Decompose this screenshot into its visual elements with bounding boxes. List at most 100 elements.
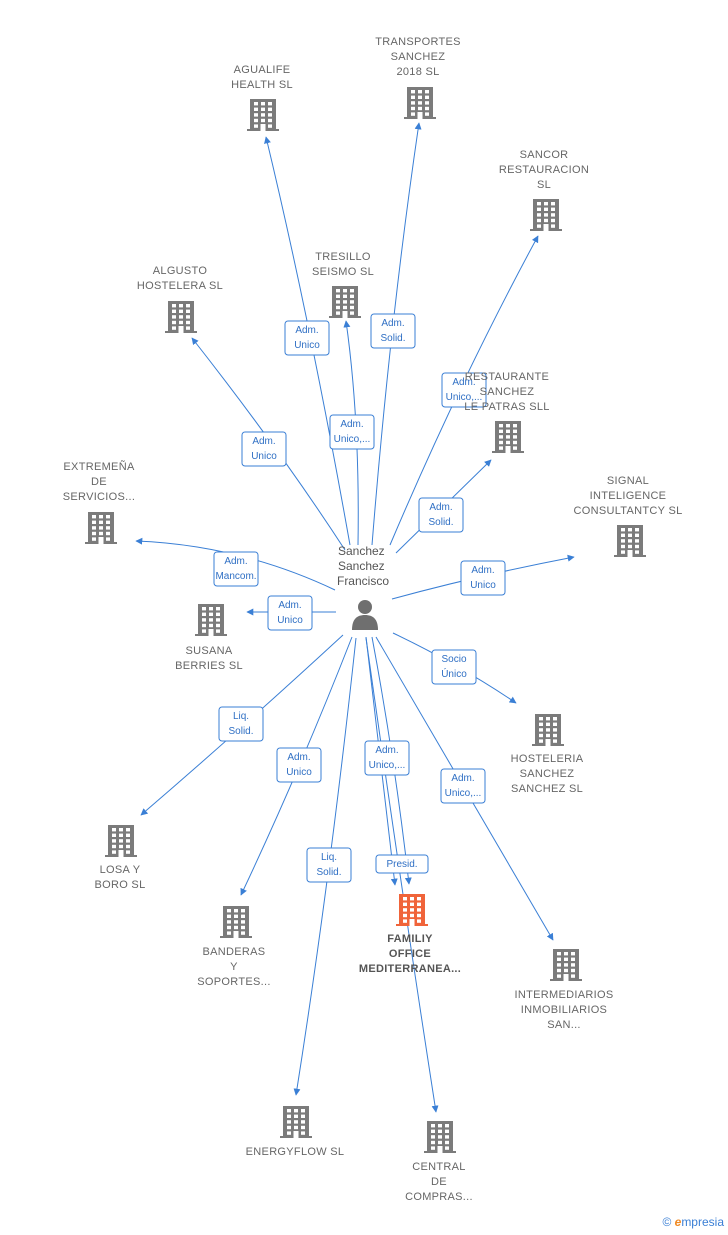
edge-central xyxy=(365,637,439,1113)
building-window xyxy=(216,607,220,611)
building-window xyxy=(551,224,555,228)
role-badge[interactable]: Adm.Mancom. xyxy=(213,551,259,587)
role-badge[interactable]: Liq.Solid. xyxy=(218,706,264,742)
role-badge[interactable]: Presid. xyxy=(375,854,429,874)
building-window xyxy=(410,897,414,901)
role-badge[interactable]: Adm. Unico xyxy=(284,320,330,356)
company-label-line: SOPORTES... xyxy=(197,976,270,988)
building-window xyxy=(287,1109,291,1113)
building-window xyxy=(571,957,575,961)
building-window xyxy=(417,919,421,923)
person-node[interactable]: Sanchez Sanchez Francisco xyxy=(337,544,389,630)
company-label-line: ENERGYFLOW SL xyxy=(246,1146,345,1158)
building-window xyxy=(126,833,130,837)
building-window xyxy=(268,118,272,123)
building-icon xyxy=(195,604,227,636)
role-badge-text: Adm. xyxy=(451,773,474,784)
company-label: ENERGYFLOW SL xyxy=(246,1146,345,1158)
role-badge-frame xyxy=(213,551,259,587)
role-badge[interactable]: Adm.Solid. xyxy=(418,497,464,533)
building-window xyxy=(410,908,414,912)
role-badge[interactable]: Adm.Unico xyxy=(241,431,287,467)
building-window xyxy=(227,914,231,918)
company-label-line: SEISMO SL xyxy=(312,266,374,278)
building-window xyxy=(202,607,206,611)
building-window xyxy=(336,305,340,310)
building-icon xyxy=(492,421,524,453)
building-door xyxy=(293,1131,299,1138)
building-window xyxy=(227,931,231,935)
building-window xyxy=(403,902,407,906)
company-label-line: RESTAURACION xyxy=(499,164,589,176)
role-badge[interactable]: Adm.Solid. xyxy=(370,313,416,349)
role-badge-frame xyxy=(329,414,375,450)
building-window xyxy=(546,717,550,721)
building-window xyxy=(417,913,421,918)
building-window xyxy=(241,909,245,913)
role-badge[interactable]: Adm.Unico xyxy=(460,560,506,596)
person-head-icon xyxy=(358,600,372,614)
company-label-line: BERRIES SL xyxy=(175,660,243,672)
building-window xyxy=(216,612,220,616)
building-window xyxy=(216,629,220,633)
role-badge[interactable]: Adm.Unico,... xyxy=(440,768,486,804)
role-badge[interactable]: Adm.Unico,... xyxy=(441,372,487,408)
role-badge[interactable]: Liq.Solid. xyxy=(306,847,352,883)
building-window xyxy=(418,95,422,99)
building-window xyxy=(216,618,220,622)
building-window xyxy=(571,968,575,973)
role-badge[interactable]: Adm.Unico,... xyxy=(329,414,375,450)
role-badge[interactable]: Adm.Unico xyxy=(267,595,313,631)
building-window xyxy=(431,1140,435,1145)
company-label-line: 2018 SL xyxy=(396,66,439,78)
company-label-line: SANCOR xyxy=(520,149,569,161)
building-window xyxy=(418,101,422,105)
role-badge-text: Adm. xyxy=(278,600,301,611)
building-window xyxy=(537,207,541,211)
building-icon xyxy=(329,286,361,318)
building-window xyxy=(254,118,258,123)
role-badge-text: Unico xyxy=(294,340,320,351)
building-window xyxy=(628,533,632,537)
company-node-energyflow[interactable]: ENERGYFLOW SL xyxy=(246,1106,345,1158)
building-window xyxy=(186,309,190,313)
person-label-line: Francisco xyxy=(337,574,389,588)
role-badge-text: Adm. xyxy=(295,325,318,336)
building-window xyxy=(445,1140,449,1145)
building-window xyxy=(172,315,176,319)
role-badge[interactable]: Adm.Unico xyxy=(276,747,322,783)
building-window xyxy=(418,90,422,94)
building-window xyxy=(301,1131,305,1135)
building-window xyxy=(92,520,96,524)
building-window xyxy=(294,1114,298,1118)
role-badge-text: Adm. xyxy=(340,419,363,430)
role-badge-frame xyxy=(370,313,416,349)
building-window xyxy=(539,733,543,738)
building-icon xyxy=(165,301,197,333)
role-badge[interactable]: Adm.Unico,... xyxy=(364,740,410,776)
building-window xyxy=(112,839,116,843)
role-badge-text: Adm. xyxy=(287,752,310,763)
company-label-line: DE xyxy=(91,476,107,488)
